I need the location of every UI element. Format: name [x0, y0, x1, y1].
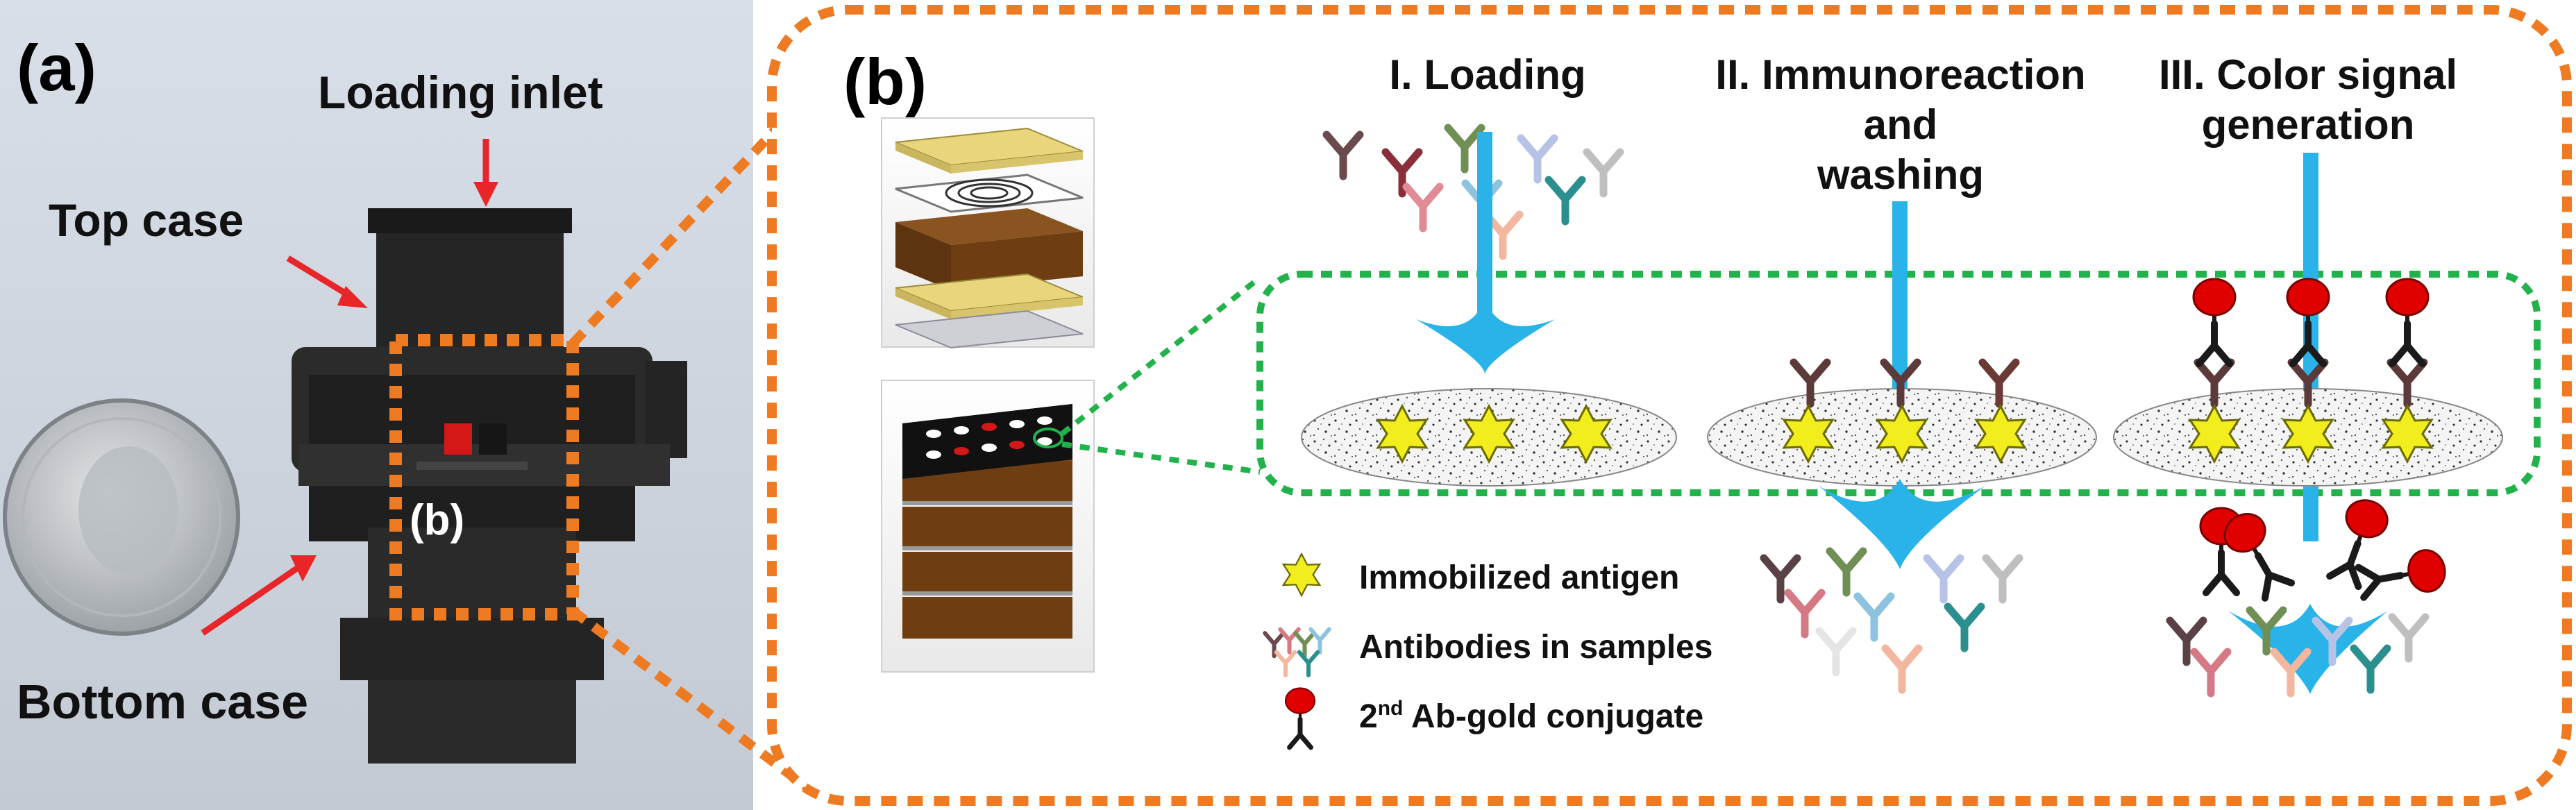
- legend-conjugate-prefix: 2: [1359, 698, 1378, 735]
- callout-arrow-bottom-case: [201, 555, 317, 636]
- step-1-loading: [1301, 128, 1677, 487]
- zoom-line-bottom: [569, 607, 816, 795]
- membrane-pad-step1: [1301, 388, 1677, 487]
- panel-b: (b): [767, 5, 2572, 806]
- reaction-detail-box: [1256, 271, 2541, 496]
- legend-item-conjugate: 2nd Ab-gold conjugate: [1286, 688, 1703, 747]
- legend-item-antigen: Immobilized antigen: [1282, 552, 1679, 597]
- step-2-immunoreaction: [1707, 201, 2097, 690]
- legend-antibodies-label: Antibodies in samples: [1359, 629, 1712, 666]
- panel-b-label: (b): [843, 45, 927, 118]
- step-1-title: I. Loading: [1389, 51, 1585, 98]
- step-3-title-line-1: III. Color signal: [2159, 51, 2457, 98]
- top-case-label: Top case: [49, 194, 244, 246]
- step-3-title-line-2: generation: [2202, 101, 2415, 148]
- detail-connector-top: [1060, 275, 1262, 437]
- assembled-layer-stack: [881, 380, 1095, 673]
- loading-inlet-label: Loading inlet: [318, 67, 603, 118]
- legend: Immobilized antigen Antibodies in sample…: [1265, 552, 1712, 748]
- panel-b-outline: [767, 5, 2572, 806]
- step-3-color-signal: [2113, 153, 2503, 694]
- quarter-coin: [3, 398, 240, 636]
- legend-conjugate-superscript: nd: [1378, 697, 1404, 720]
- inset-b-label: (b): [410, 496, 464, 544]
- panel-a: (a) Loading inlet Top case Bottom case (…: [0, 0, 753, 810]
- step-2-title-line-1: II. Immunoreaction: [1715, 51, 2085, 98]
- legend-conjugate-suffix: Ab-gold conjugate: [1403, 698, 1703, 735]
- flow-arrow-step1: [1416, 132, 1555, 375]
- callout-arrow-loading-inlet: [473, 139, 498, 207]
- step-2-title-line-3: washing: [1817, 151, 1984, 198]
- legend-conjugate-label: 2nd Ab-gold conjugate: [1359, 697, 1703, 735]
- bottom-case-label: Bottom case: [17, 675, 308, 729]
- detail-connector-bottom: [1061, 441, 1261, 475]
- membrane-pad-step3: [2113, 279, 2503, 487]
- panel-a-label: (a): [17, 31, 96, 104]
- callout-arrow-top-case: [286, 255, 368, 308]
- legend-antigen-label: Immobilized antigen: [1359, 559, 1679, 596]
- step-2-title-line-2: and: [1864, 101, 1938, 148]
- inset-region-box: [389, 334, 579, 621]
- exploded-layer-stack: [881, 117, 1095, 349]
- highlighted-spot: [1033, 428, 1063, 448]
- legend-item-antibodies: Antibodies in samples: [1265, 629, 1712, 675]
- flow-arrow-step2: [1819, 479, 1985, 569]
